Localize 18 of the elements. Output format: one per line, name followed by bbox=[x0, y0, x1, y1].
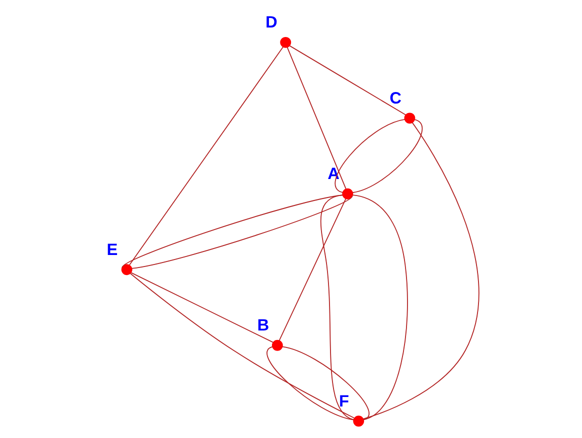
node-circle bbox=[272, 340, 283, 351]
connector bbox=[352, 119, 423, 194]
connector bbox=[334, 118, 406, 193]
node-label: F bbox=[338, 392, 350, 410]
node-circle bbox=[342, 188, 354, 200]
node-label: C bbox=[390, 89, 402, 108]
node-circle bbox=[121, 264, 132, 276]
connector bbox=[362, 122, 479, 420]
node-label: E bbox=[106, 240, 118, 259]
connector bbox=[128, 46, 284, 266]
connector bbox=[352, 194, 408, 420]
node-circle bbox=[353, 416, 364, 427]
node-circle bbox=[404, 112, 416, 124]
connector bbox=[278, 198, 346, 342]
node-label: B bbox=[257, 316, 270, 335]
node-circle bbox=[280, 36, 292, 48]
connector bbox=[282, 346, 370, 420]
node-label: D bbox=[266, 14, 278, 32]
